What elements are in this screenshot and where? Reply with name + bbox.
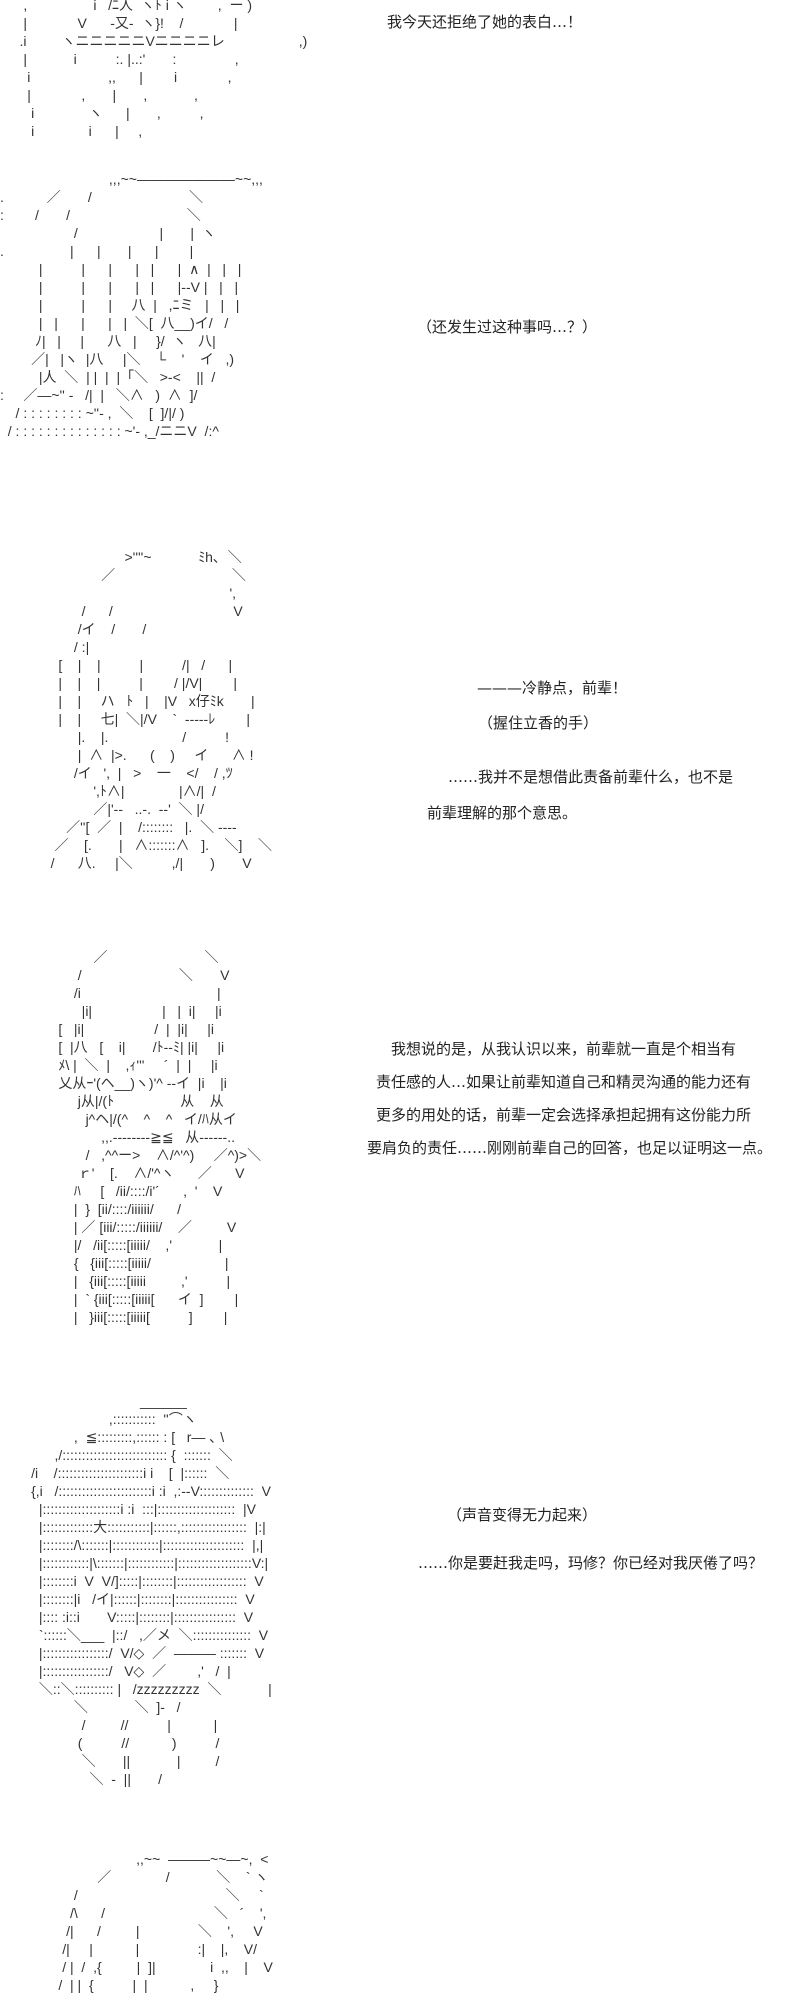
dialogue-line: ———冷静点，前辈！	[477, 679, 628, 697]
dialogue-line: 更多的用处的话，前辈一定会选择承担起拥有这份能力所	[376, 1106, 752, 1124]
ascii-art-figure: >''''~ ﾐh､ ＼ ／ ＼ ', / /	[50, 549, 273, 871]
dialogue-line: 责任感的人…如果让前辈知道自己和精灵沟通的能力还有	[376, 1073, 752, 1091]
dialogue-line: 我想说的是，从我认识以来，前辈就一直是个相当有	[391, 1040, 737, 1058]
dialogue-line: （声音变得无力起来）	[447, 1506, 598, 1524]
ascii-art-figure: , i /ﾆ人 ヽﾄ i ヽ , ー ) | V -又- ヽ}! / | .i …	[19, 0, 308, 139]
dialogue-line: ……你是要赶我走吗，玛修？你已经对我厌倦了吗？	[418, 1554, 764, 1572]
ascii-art-figure: ,,,~~―――――――~~,,, . ／ / ＼ : / / ＼ / | | …	[0, 171, 263, 439]
dialogue-line: （还发生过这种事吗…？）	[417, 318, 598, 336]
dialogue-line: 要肩负的责任……刚刚前辈自己的回答，也足以证明这一点。	[367, 1139, 773, 1157]
dialogue-line: ……我并不是想借此责备前辈什么，也不是	[448, 768, 734, 786]
dialogue-line: 前辈理解的那个意思。	[427, 804, 578, 822]
ascii-art-figure: ______ ,::::::::::: ''⌒ヽ , ≦:::::::::,::…	[31, 1393, 272, 1787]
ascii-art-figure: ,,~~ ―――~~―~, < ／ / ＼ ` ヽ / ＼ ` /\ /	[58, 1851, 273, 1993]
ascii-art-figure: ／ ＼ / ＼ V /i | |i| | | i| |i	[58, 949, 262, 1325]
dialogue-line: （握住立香的手）	[478, 714, 599, 732]
dialogue-line: 我今天还拒绝了她的表白…！	[387, 13, 583, 31]
